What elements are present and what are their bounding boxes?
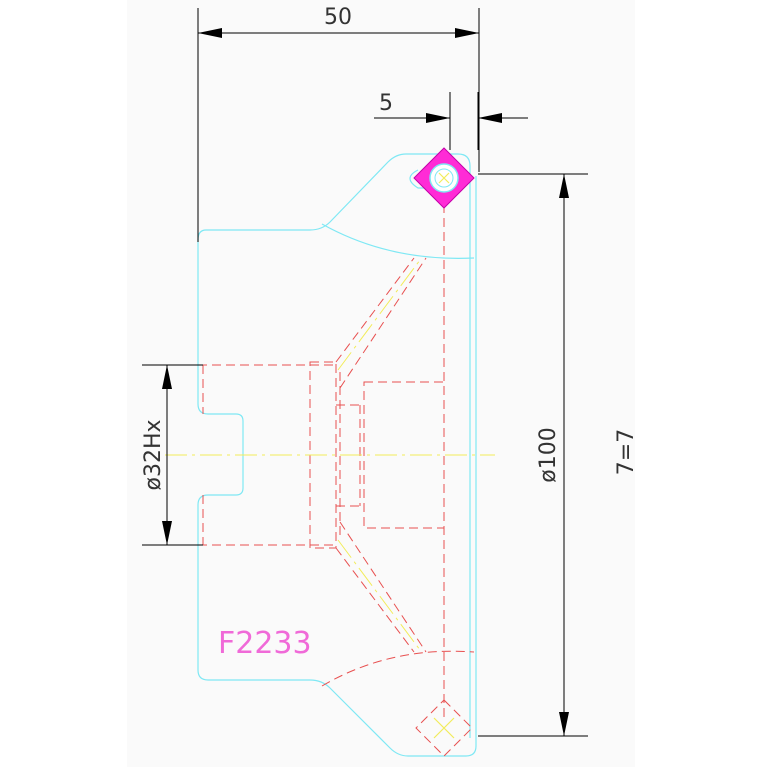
dimbore-arrow-bottom	[162, 521, 172, 545]
outline-right-edge	[469, 176, 477, 738]
dim-diameter-outer-label: ø100	[536, 427, 561, 482]
dim-offset-small-label: 5	[379, 91, 393, 116]
dimbore-arrow-top	[162, 365, 172, 389]
hidden-bottom-arc	[321, 650, 475, 687]
outline-top-lug	[409, 153, 471, 189]
hidden-rib-upper	[335, 257, 427, 389]
drawing-backdrop	[127, 0, 635, 767]
hidden-rib-lower	[335, 521, 427, 653]
marker-ring-inner	[434, 168, 454, 188]
dimension-offset-small: 5	[374, 91, 528, 150]
dimension-bore: ø32Hx	[141, 364, 203, 546]
dim-arrow-right	[455, 28, 479, 38]
dim5-arrow-right	[478, 113, 502, 123]
center-rib-lower	[337, 539, 421, 651]
pin-square-marker-outline-icon	[415, 699, 473, 757]
part-number-label: F2233	[218, 626, 312, 661]
center-rib-upper	[337, 259, 421, 371]
outline-top-fillet	[321, 223, 475, 259]
center-lines	[165, 259, 495, 651]
pin-square-marker-icon	[413, 147, 475, 209]
marker-bottom-cross	[433, 717, 455, 739]
dim-width-top-label: 50	[324, 5, 352, 30]
dimension-diameter-outer: ø100	[478, 173, 588, 737]
outline-bottom-corner	[444, 728, 477, 757]
hidden-hub-inner	[336, 372, 362, 538]
outline-main	[197, 153, 444, 757]
dim-bore-label: ø32Hx	[141, 419, 166, 490]
marker-cross	[438, 172, 450, 184]
dim5-arrow-left	[426, 113, 450, 123]
marker-bottom-square	[415, 699, 473, 757]
dim100-arrow-top	[559, 174, 569, 198]
ratio-label: 7=7	[614, 429, 639, 475]
dim100-arrow-bottom	[559, 712, 569, 736]
dimension-width-top: 50	[197, 5, 480, 242]
dim-arrow-left	[198, 28, 222, 38]
part-outline	[197, 153, 477, 757]
